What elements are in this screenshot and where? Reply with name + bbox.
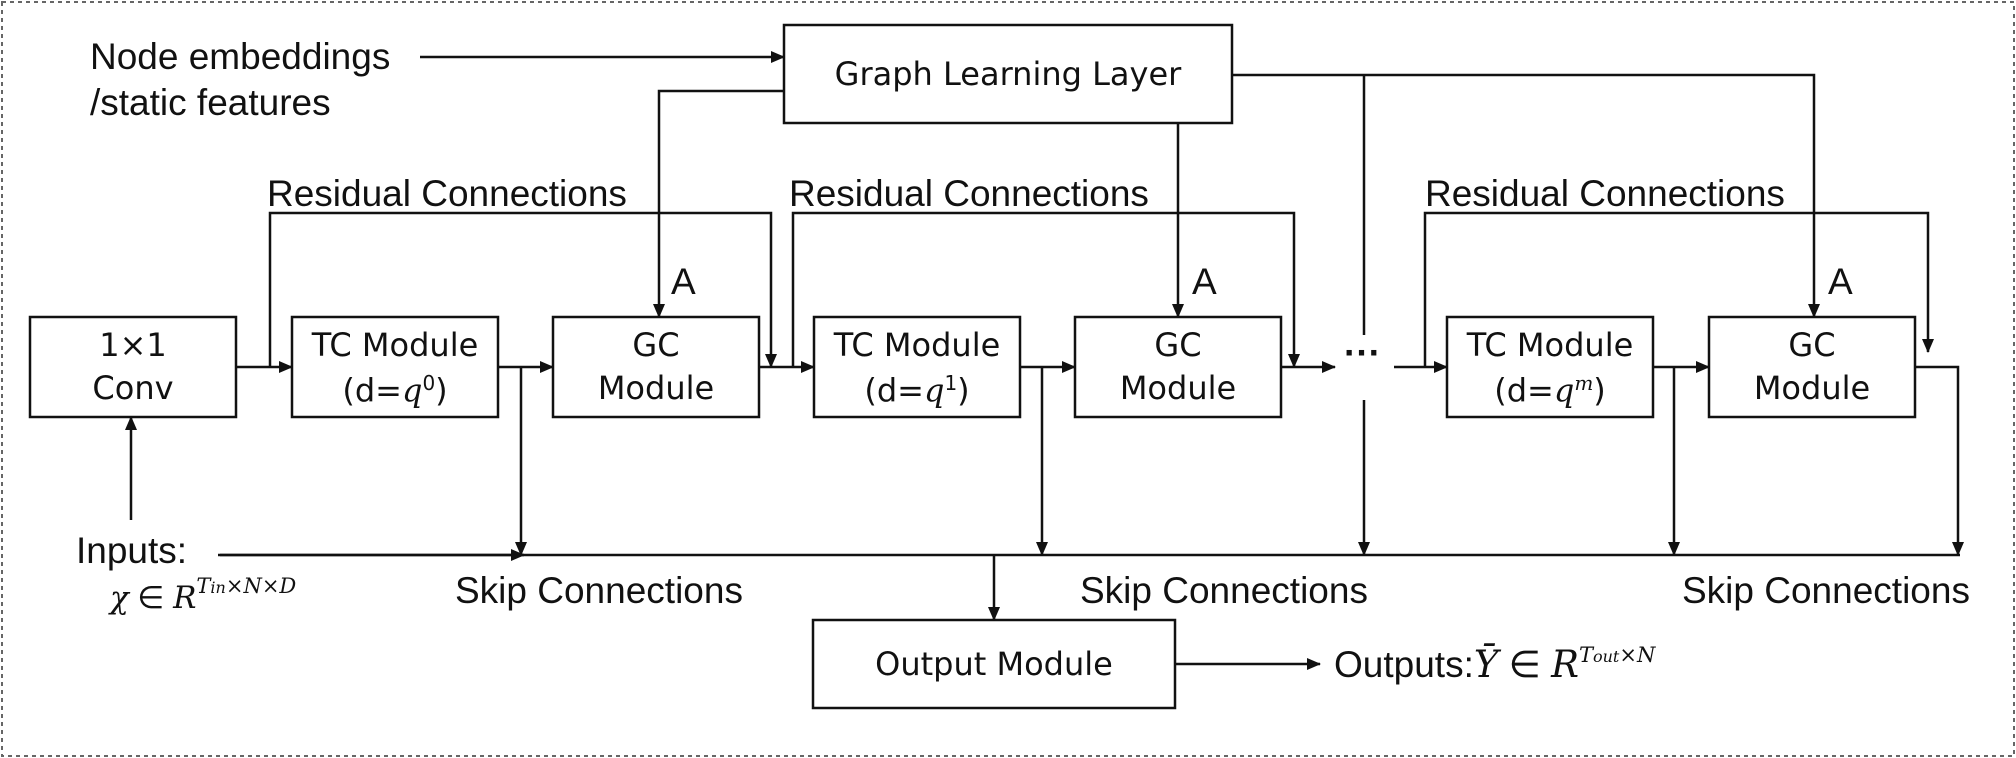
tc-module-1-dilation-q: q: [923, 371, 945, 410]
tc-module-0-dilation-suffix: ): [435, 371, 448, 410]
ellipsis-label: ···: [1344, 332, 1381, 373]
inputs-formula: χ ∈ RTin×N×D: [110, 576, 296, 616]
tc-module-0-dilation-q: q: [401, 371, 423, 410]
adjacency-label-2: A: [1192, 261, 1217, 302]
inputs-formula-t: T: [196, 574, 211, 598]
gc-module-2-label-line2: Module: [1119, 369, 1237, 407]
inputs-formula-space: R: [173, 580, 197, 616]
tc-module-m-label: TC Module: [1466, 326, 1634, 364]
gc-module-3-label-line1: GC: [1788, 326, 1836, 364]
conv-label-line1: 1×1: [99, 326, 167, 364]
gc-module-1-label-line1: GC: [632, 326, 680, 364]
tc-module-m-dilation: (d=qm): [1447, 373, 1653, 407]
adjacency-label-3: A: [1828, 261, 1853, 302]
tc-module-0-dilation-exp: 0: [422, 371, 436, 395]
skip-connections-label-3: Skip Connections: [1682, 570, 1970, 611]
outputs-formula-exponent: Tout×N: [1579, 643, 1655, 667]
tc-module-0-dilation-prefix: (d=: [342, 371, 402, 410]
residual-connections-label-2: Residual Connections: [789, 173, 1149, 214]
outputs-label: Outputs:: [1334, 644, 1474, 685]
tc-module-m-dilation-suffix: ): [1593, 371, 1606, 410]
inputs-label: Inputs:: [76, 530, 188, 571]
outputs-formula-symbol: Ῡ: [1473, 643, 1499, 686]
inputs-formula-t-sub: in: [210, 578, 226, 597]
outputs-formula: Outputs:Ῡ ∈ RTout×N: [1334, 643, 1655, 686]
residual-connections-label-3: Residual Connections: [1425, 173, 1785, 214]
gc-module-1-label-line2: Module: [597, 369, 715, 407]
tc-module-1-dilation-suffix: ): [957, 371, 970, 410]
tc-module-m-dilation-prefix: (d=: [1494, 371, 1554, 410]
node-embeddings-label: Node embeddings: [90, 36, 391, 77]
outputs-formula-space: R: [1551, 643, 1579, 686]
inputs-formula-dims: ×N×D: [225, 574, 297, 598]
tc-module-m-dilation-q: q: [1553, 371, 1575, 410]
outputs-formula-in: ∈: [1508, 644, 1541, 685]
tc-module-1-dilation-prefix: (d=: [864, 371, 924, 410]
adjacency-label-1: A: [671, 261, 696, 302]
gc-module-2-label-line1: GC: [1154, 326, 1202, 364]
conv-label-line2: Conv: [92, 369, 174, 407]
tc-module-0-dilation: (d=q0): [292, 373, 498, 407]
tc-module-1-dilation-exp: 1: [944, 371, 958, 395]
graph-learning-layer-label: Graph Learning Layer: [834, 55, 1182, 93]
skip-connections-label-2: Skip Connections: [1080, 570, 1368, 611]
skip-connections-label-1: Skip Connections: [455, 570, 743, 611]
inputs-formula-symbol: χ: [110, 580, 129, 616]
inputs-formula-in: ∈: [137, 580, 165, 615]
residual-connections-label-1: Residual Connections: [267, 173, 627, 214]
gc-module-3-label-line2: Module: [1753, 369, 1871, 407]
inputs-formula-exponent: Tin×N×D: [196, 574, 296, 598]
tc-module-1-dilation: (d=q1): [814, 373, 1020, 407]
outputs-formula-t-sub: out: [1592, 647, 1620, 666]
tc-module-1-label: TC Module: [833, 326, 1001, 364]
outputs-formula-dims: ×N: [1619, 643, 1656, 667]
static-features-label: /static features: [90, 82, 331, 123]
tc-module-m-dilation-exp: m: [1574, 371, 1594, 395]
output-module-label: Output Module: [875, 645, 1113, 683]
outputs-formula-t: T: [1578, 643, 1593, 667]
tc-module-0-label: TC Module: [311, 326, 479, 364]
